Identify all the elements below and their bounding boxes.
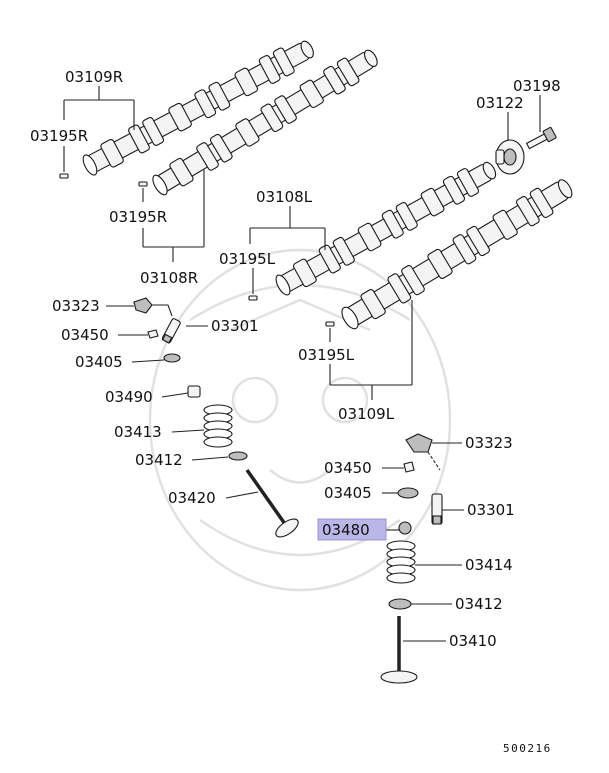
pin-r-lower[interactable] — [138, 181, 148, 187]
label-cam-exhaust-r[interactable]: 03108R — [140, 269, 198, 287]
clip-right[interactable] — [403, 461, 415, 473]
label-seat-lower-left[interactable]: 03412 — [135, 451, 183, 469]
label-spring-left[interactable]: 03413 — [114, 423, 162, 441]
label-seat-left[interactable]: 03405 — [75, 353, 123, 371]
camshaft-intake-l[interactable] — [337, 173, 577, 334]
sprocket[interactable] — [495, 139, 525, 175]
label-valve-right[interactable]: 03410 — [449, 632, 497, 650]
camshaft-exhaust-l[interactable] — [272, 156, 501, 300]
pin-l-lower[interactable] — [325, 321, 335, 327]
label-seat-right[interactable]: 03405 — [324, 484, 372, 502]
pin-r-upper[interactable] — [59, 173, 69, 179]
label-rocker-left[interactable]: 03323 — [52, 297, 100, 315]
spring-seat-left[interactable] — [163, 353, 181, 363]
diagram-footer-code: 500216 — [503, 742, 552, 755]
rocker-arm-right[interactable] — [405, 433, 433, 453]
spring-seat-lower-right[interactable] — [388, 598, 412, 610]
valve-right[interactable] — [380, 616, 418, 684]
rocker-arm-left[interactable] — [133, 297, 153, 314]
retainer-cap-left[interactable] — [187, 385, 201, 398]
label-cap-left[interactable]: 03490 — [105, 388, 153, 406]
retainer-cap-right[interactable] — [398, 521, 412, 535]
label-pin-l-upper[interactable]: 03195L — [219, 250, 276, 268]
lash-adjuster-right[interactable] — [431, 493, 443, 525]
label-rocker-right[interactable]: 03323 — [465, 434, 513, 452]
valve-spring-left[interactable] — [203, 404, 233, 448]
label-adjuster-right[interactable]: 03301 — [467, 501, 515, 519]
label-pin-l-lower[interactable]: 03195L — [298, 346, 355, 364]
label-valve-left[interactable]: 03420 — [168, 489, 216, 507]
valve-spring-right[interactable] — [386, 540, 416, 584]
camshaft-exhaust-r[interactable] — [149, 44, 383, 200]
camshaft-intake-r[interactable] — [79, 35, 318, 180]
label-cam-intake-l[interactable]: 03109L — [338, 405, 395, 423]
bolt[interactable] — [525, 126, 557, 151]
label-cam-intake-r[interactable]: 03109R — [65, 68, 123, 86]
label-cap-right[interactable]: 03480 — [322, 521, 370, 539]
label-adjuster-left[interactable]: 03301 — [211, 317, 259, 335]
label-clip-left[interactable]: 03450 — [61, 326, 109, 344]
label-pin-r-upper[interactable]: 03195R — [30, 127, 88, 145]
leader-lines — [63, 86, 541, 642]
label-sprocket[interactable]: 03122 — [476, 94, 524, 112]
clip-left[interactable] — [147, 329, 159, 339]
pin-l-upper[interactable] — [248, 295, 258, 301]
spring-seat-right[interactable] — [397, 487, 419, 499]
label-bolt[interactable]: 03198 — [513, 77, 561, 95]
label-pin-r-lower[interactable]: 03195R — [109, 208, 167, 226]
spring-seat-lower-left[interactable] — [228, 451, 248, 461]
label-seat-lower-right[interactable]: 03412 — [455, 595, 503, 613]
label-cam-exhaust-l[interactable]: 03108L — [256, 188, 313, 206]
lash-adjuster-left[interactable] — [161, 318, 181, 344]
part-labels: 03109R 03195R 03195R 03108R 03108L 03195… — [30, 68, 561, 755]
valve-left[interactable] — [245, 468, 301, 540]
highlight-box — [317, 518, 387, 541]
label-spring-right[interactable]: 03414 — [465, 556, 513, 574]
label-clip-right[interactable]: 03450 — [324, 459, 372, 477]
